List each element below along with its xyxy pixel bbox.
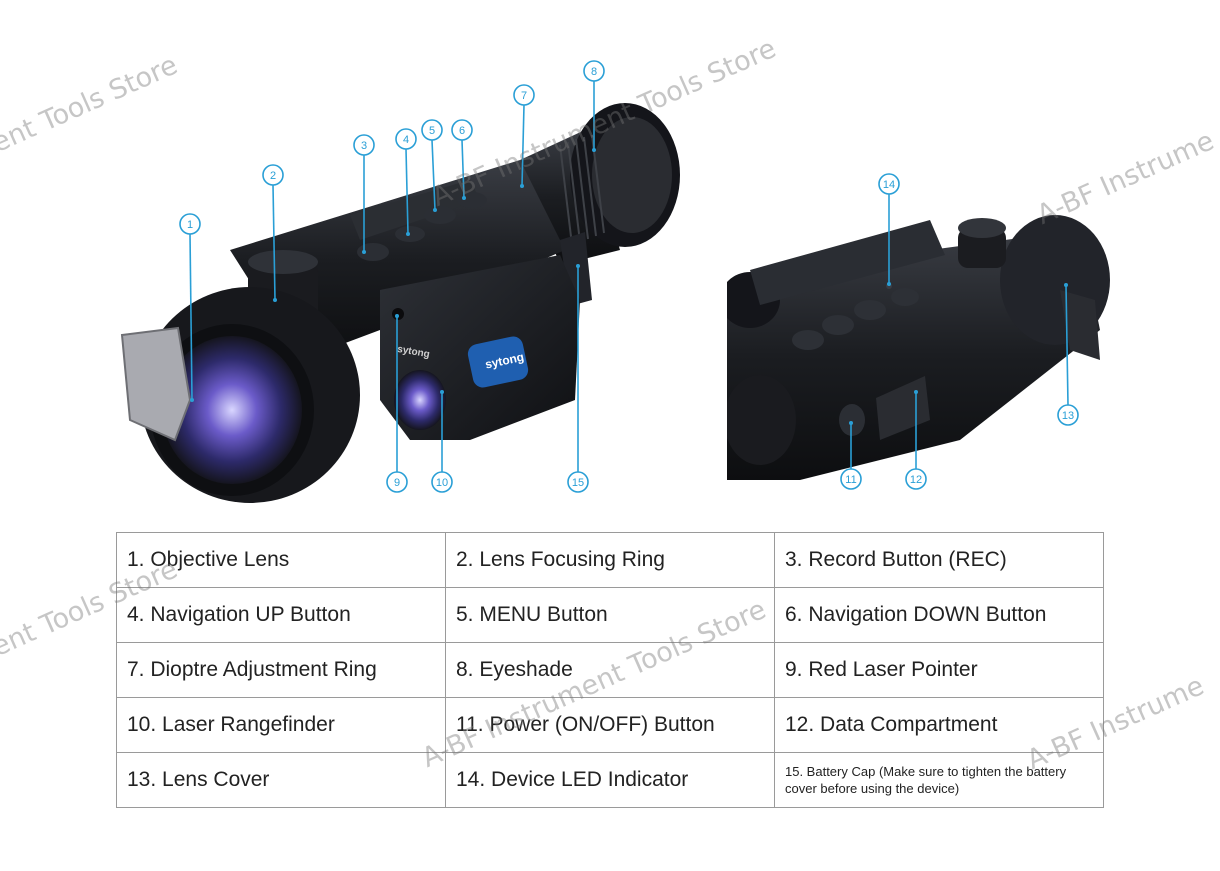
callout-12: 12 (905, 468, 927, 490)
callout-number: 9 (394, 477, 400, 489)
part-label: 3. Record Button (REC) (774, 532, 1104, 588)
leader-dot-9 (395, 314, 399, 318)
leader-dot-12 (914, 390, 918, 394)
closeup-nav-button-3[interactable] (854, 300, 886, 320)
leader-line-4 (405, 148, 409, 235)
part-label: 7. Dioptre Adjustment Ring (116, 642, 446, 698)
callout-number: 2 (270, 170, 276, 182)
brand-badge (467, 336, 529, 388)
part-label: 2. Lens Focusing Ring (445, 532, 775, 588)
callout-number: 14 (883, 179, 895, 191)
callout-number: 3 (361, 140, 367, 152)
nav-down-button[interactable] (457, 192, 487, 208)
callout-number: 5 (429, 125, 435, 137)
leader-line-6 (461, 139, 465, 199)
part-label: 5. MENU Button (445, 587, 775, 643)
callout-11: 11 (840, 468, 862, 490)
part-label: 1. Objective Lens (116, 532, 446, 588)
closeup-lens-cover (1060, 290, 1100, 360)
callout-6: 6 (451, 119, 473, 141)
leader-lines (189, 81, 1069, 472)
callout-7: 7 (513, 84, 535, 106)
callout-8: 8 (583, 60, 605, 82)
callout-2: 2 (262, 164, 284, 186)
callout-number: 15 (572, 477, 584, 489)
part-label: 14. Device LED Indicator (445, 752, 775, 808)
menu-button[interactable] (424, 206, 456, 224)
record-button[interactable] (357, 243, 389, 261)
leader-dot-5 (433, 208, 437, 212)
callout-4: 4 (395, 128, 417, 150)
part-label: 10. Laser Rangefinder (116, 697, 446, 753)
callout-13: 13 (1057, 404, 1079, 426)
main-scope: sytong sytong (120, 103, 680, 503)
closeup-panel (727, 165, 1220, 483)
leader-line-2 (272, 184, 276, 301)
callout-number: 11 (845, 474, 856, 486)
callout-number: 13 (1062, 410, 1074, 422)
laser-pointer (392, 308, 404, 320)
callout-9: 9 (386, 471, 408, 493)
leader-dot-4 (406, 232, 410, 236)
leader-dot-2 (273, 298, 277, 302)
callout-number: 12 (910, 474, 922, 486)
callout-10: 10 (431, 471, 453, 493)
lens-cover (120, 326, 192, 442)
part-label: 4. Navigation UP Button (116, 587, 446, 643)
part-label: 9. Red Laser Pointer (774, 642, 1104, 698)
callout-number: 1 (187, 219, 193, 231)
closeup-nav-button-1[interactable] (792, 330, 824, 350)
closeup-record-button[interactable] (891, 288, 919, 306)
leader-dot-1 (190, 398, 194, 402)
objective-lens (162, 336, 302, 484)
part-label: 13. Lens Cover (116, 752, 446, 808)
leader-line-1 (189, 233, 193, 401)
callout-1: 1 (179, 213, 201, 235)
callout-3: 3 (353, 134, 375, 156)
callout-number: 10 (436, 477, 448, 489)
part-label: 6. Navigation DOWN Button (774, 587, 1104, 643)
leader-line-5 (431, 139, 436, 211)
callout-14: 14 (878, 173, 900, 195)
callout-15: 15 (567, 471, 589, 493)
leader-dot-14 (887, 282, 891, 286)
part-label: 15. Battery Cap (Make sure to tighten th… (774, 752, 1104, 808)
leader-dot-10 (440, 390, 444, 394)
leader-dot-6 (462, 196, 466, 200)
leader-dot-15 (576, 264, 580, 268)
leader-dot-11 (849, 421, 853, 425)
part-label: 12. Data Compartment (774, 697, 1104, 753)
callout-number: 7 (521, 90, 527, 102)
leader-line-7 (521, 104, 525, 187)
callout-5: 5 (421, 119, 443, 141)
part-label: 8. Eyeshade (445, 642, 775, 698)
leader-dot-7 (520, 184, 524, 188)
part-label: 11. Power (ON/OFF) Button (445, 697, 775, 753)
closeup-nav-button-2[interactable] (822, 315, 854, 335)
leader-line-13 (1065, 284, 1069, 406)
callout-number: 4 (403, 134, 409, 146)
callout-number: 6 (459, 125, 465, 137)
rangefinder-lens (394, 370, 446, 430)
leader-dot-13 (1064, 283, 1068, 287)
leader-dot-8 (592, 148, 596, 152)
power-button[interactable] (839, 404, 865, 436)
callout-number: 8 (591, 66, 597, 78)
leader-dot-3 (362, 250, 366, 254)
